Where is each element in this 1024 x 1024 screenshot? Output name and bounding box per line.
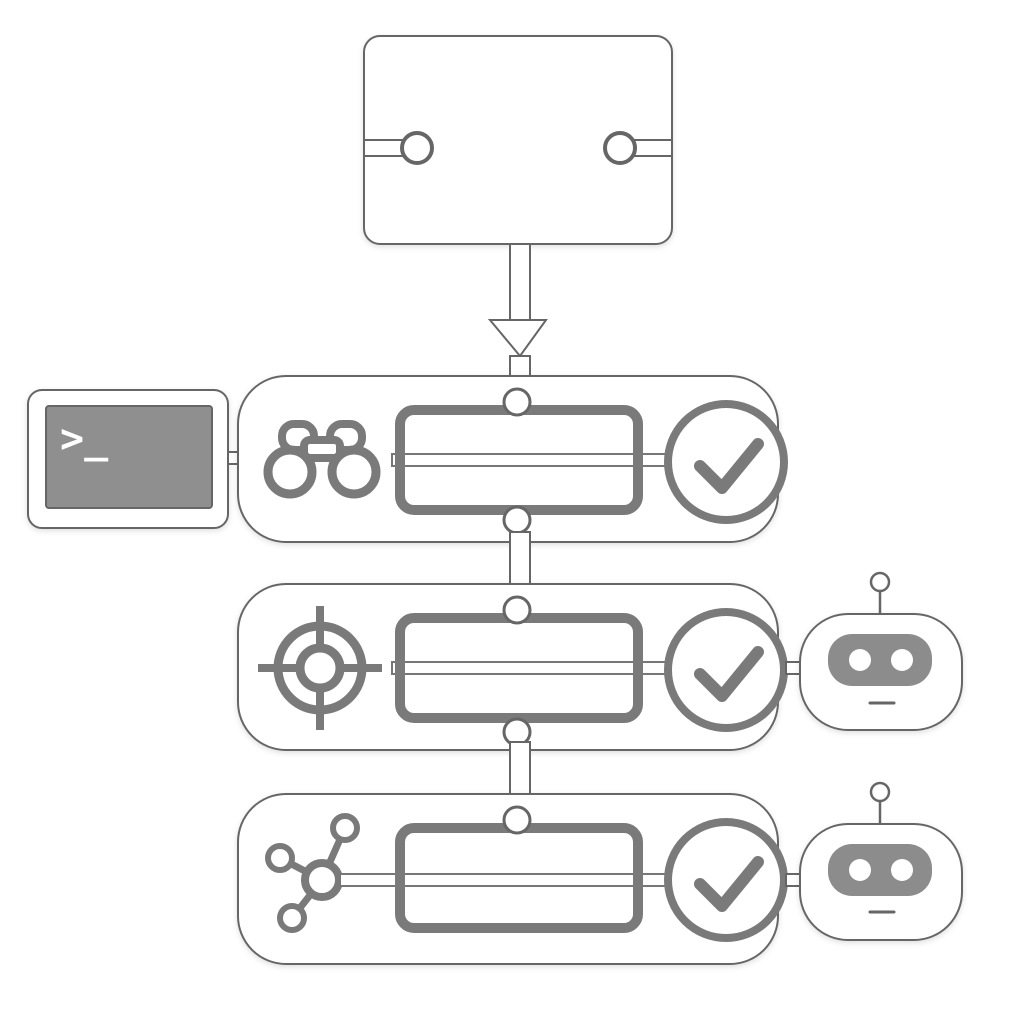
check-icon xyxy=(664,400,788,524)
stage-1-top-port xyxy=(502,387,532,417)
stage-3-top-port xyxy=(502,805,532,835)
stage-2-top-port xyxy=(502,595,532,625)
terminal-prompt: >_ xyxy=(60,416,109,462)
check-icon xyxy=(664,608,788,732)
robot-icon xyxy=(785,571,963,731)
stage-1-bottom-port xyxy=(502,505,532,535)
stage-1 xyxy=(237,375,788,543)
top-box xyxy=(363,35,673,245)
down-arrow xyxy=(487,243,548,393)
top-box-right-port xyxy=(603,131,637,165)
crosshair-icon xyxy=(258,606,382,730)
stage-3 xyxy=(237,793,788,965)
terminal-icon: >_ xyxy=(27,389,243,529)
stage-2 xyxy=(237,583,788,751)
robot-icon xyxy=(785,781,963,941)
network-icon xyxy=(265,813,360,933)
top-box-left-port xyxy=(400,131,434,165)
check-icon xyxy=(664,818,788,942)
binoculars-icon xyxy=(263,420,381,499)
